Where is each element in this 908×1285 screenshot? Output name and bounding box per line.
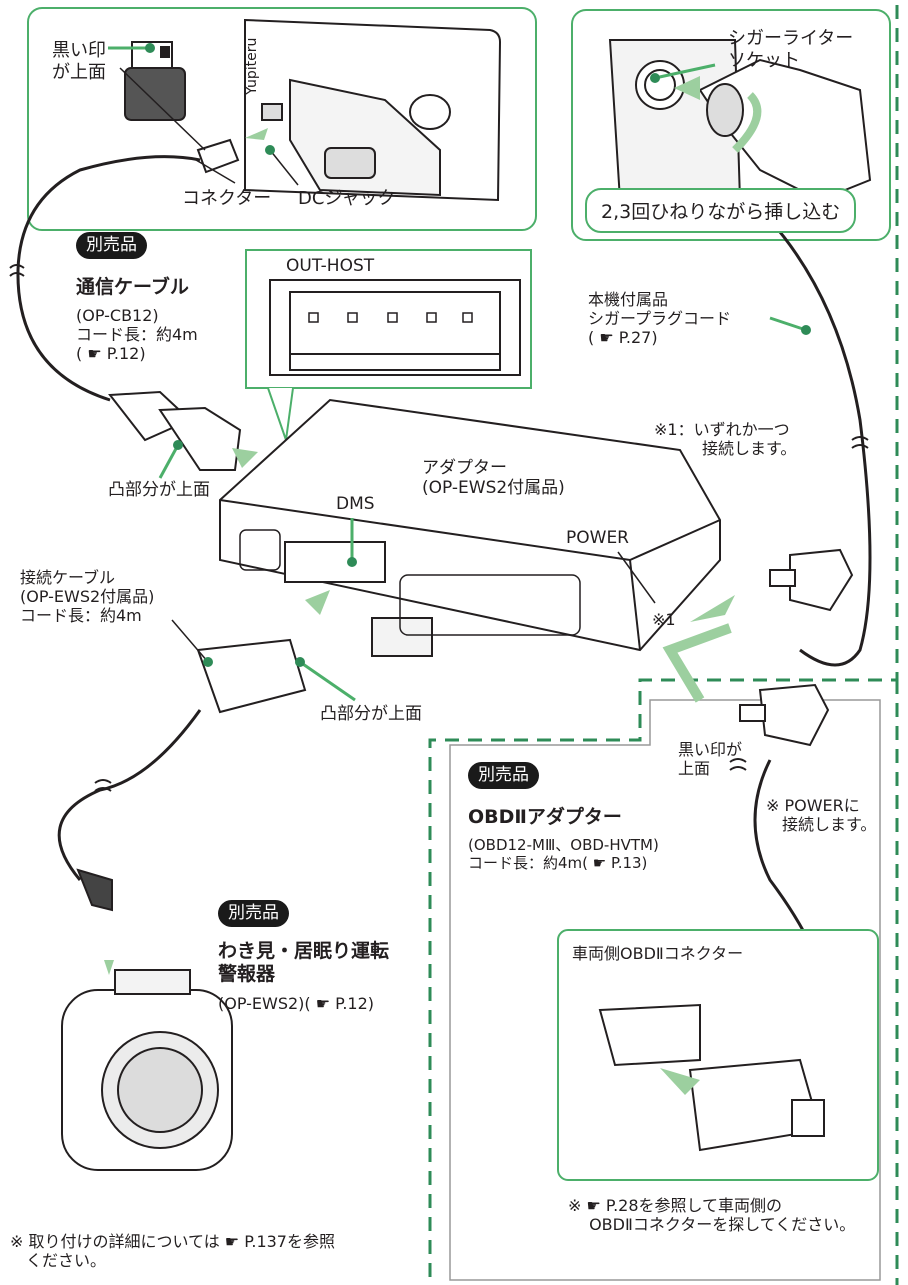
cigar-plug-head [769,548,854,612]
obd-search-note: ※ ☛ P.28を参照して車両側の OBDⅡコネクターを探してください。 [568,1196,856,1235]
warning-device-badge: 別売品 [218,900,289,927]
obd-power-note: ※ POWERに 接続します。 [766,796,877,835]
install-detail-note: ※ 取り付けの詳細については ☛ P.137を参照 ください。 [10,1232,335,1271]
cigar-socket-label: シガーライター ソケット [728,28,854,71]
black-mark-label: 黒い印 が上面 [52,40,106,83]
obd-adapter-details: (OBD12-MⅢ、OBD-HVTM) コード長：約4m( ☛ P.13) [468,836,659,872]
adapter-vent-pattern [239,529,581,636]
cigar-plug-cord-label: 本機付属品 シガープラグコード ( ☛ P.27) [588,290,732,348]
connect-cable-line [57,709,202,881]
warning-device-details: (OP-EWS2)( ☛ P.12) [218,994,375,1013]
comm-cable-name: 通信ケーブル [76,276,189,298]
convex-up-label-comm: 凸部分が上面 [108,480,210,500]
adapter-box-image [219,398,721,657]
cigar-cord-line [768,219,872,667]
vehicle-connector-image [598,1003,825,1152]
connect-cable-plug [196,638,307,714]
power-label: POWER [566,528,629,548]
vehicle-connector-label: 車両側OBDⅡコネクター [572,944,744,963]
black-mark-connector-icon [124,41,186,121]
obd-adapter-plug [739,683,830,747]
insert-instruction-pill: 2,3回ひねりながら挿し込む [585,188,857,233]
comm-cable-plug [108,390,242,471]
obd-adapter-name: OBDⅡアダプター [468,806,622,828]
out-host-port [269,279,521,376]
adapter-note-mark: ※1 [652,610,676,629]
navigation-unit-image [244,18,502,202]
out-host-label: OUT-HOST [286,256,375,276]
either-one-note: ※1：いずれか一つ 接続します。 [654,420,797,459]
connect-cable-label: 接続ケーブル (OP-EWS2付属品) コード長：約4m [20,568,155,626]
out-host-pins [308,312,473,323]
dms-label: DMS [336,494,375,514]
adapter-label: アダプター (OP-EWS2付属品) [422,458,565,499]
convex-up-label-connect: 凸部分が上面 [320,704,422,724]
comm-cable-details: (OP-CB12) コード長：約4m ( ☛ P.12) [76,306,198,364]
obd-adapter-badge: 別売品 [468,762,539,789]
connector-label: コネクター [182,188,272,209]
obd-region-gray-line [449,699,881,1281]
warning-device-name: わき見・居眠り運転 警報器 [218,940,390,985]
comm-cable-badge: 別売品 [76,232,147,259]
comm-cable-line [16,155,201,402]
dashed-region-lines [428,5,899,1285]
obd-black-mark-label: 黒い印が 上面 [678,740,743,779]
brand-mark-text: Yupiteru [244,38,260,96]
warning-device-image [61,969,233,1171]
dc-jack-label: DCジャック [298,188,396,209]
